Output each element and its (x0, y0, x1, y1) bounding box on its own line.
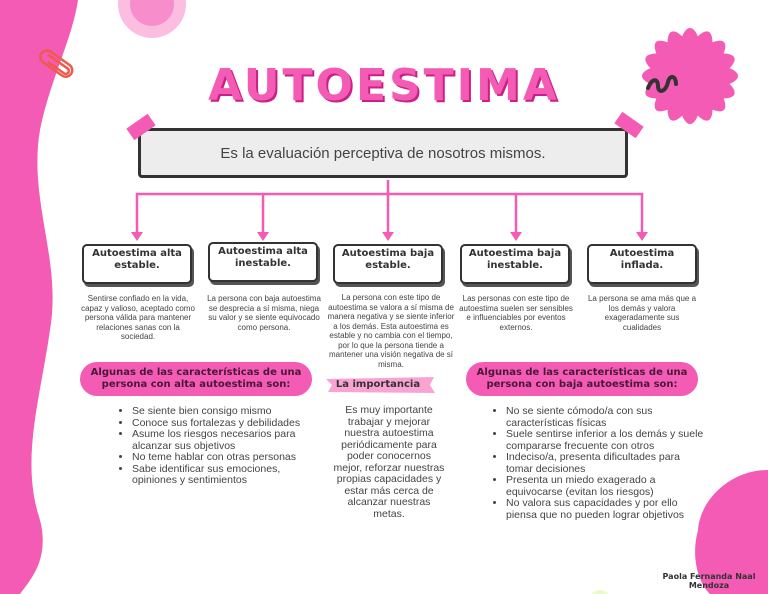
type-label: Autoestima baja estable. (341, 248, 435, 271)
low-esteem-heading-text: Algunas de las características de una pe… (476, 367, 688, 390)
high-esteem-heading: Algunas de las características de una pe… (80, 362, 312, 396)
list-item: Se siente bien consigo mismo (132, 405, 322, 418)
type-description-baja-estable: La persona con este tipo de autoestima s… (327, 293, 455, 369)
type-box-baja-estable: Autoestima baja estable. (333, 244, 443, 284)
type-box-alta-inestable: Autoestima alta inestable. (208, 242, 318, 282)
bottom-right-blob (695, 470, 768, 594)
type-description-baja-inestable: Las personas con este tipo de autoestima… (459, 294, 573, 332)
type-box-baja-inestable: Autoestima baja inestable. (460, 244, 570, 284)
flower-decoration (642, 28, 738, 124)
list-item: Suele sentirse inferior a los demás y su… (506, 428, 706, 452)
definition-box: Es la evaluación perceptiva de nosotros … (138, 128, 628, 178)
list-item: No se siente cómodo/a con sus caracterís… (506, 405, 706, 429)
type-label: Autoestima inflada. (609, 248, 675, 271)
type-label: Autoestima baja inestable. (468, 248, 562, 271)
type-description-inflada: La persona se ama más que a los demás y … (587, 294, 697, 332)
low-esteem-heading: Algunas de las características de una pe… (466, 362, 698, 396)
list-item: Indeciso/a, presenta dificultades para t… (506, 451, 706, 475)
type-box-inflada: Autoestima inflada. (587, 244, 697, 284)
low-esteem-list: No se siente cómodo/a con sus caracterís… (492, 405, 706, 521)
type-description-alta-inestable: La persona con baja autoestima se despre… (207, 294, 321, 332)
high-esteem-heading-text: Algunas de las características de una pe… (90, 367, 302, 390)
list-item: Presenta un miedo exagerado a equivocars… (506, 474, 706, 498)
list-item: Conoce sus fortalezas y debilidades (132, 417, 322, 430)
paperclip-icon (39, 49, 74, 78)
type-description-alta-estable: Sentirse confiado en la vida, capaz y va… (81, 294, 195, 341)
author-name: Paola Fernanda Naal Mendoza (662, 572, 756, 590)
list-item: No teme hablar con otras personas (132, 451, 322, 464)
importance-heading: La importancia (335, 379, 421, 390)
squiggle-decoration (646, 75, 678, 93)
importance-text: Es muy importante trabajar y mejorar nue… (333, 404, 445, 520)
left-blob (0, 0, 78, 594)
list-item: No valora sus capacidades y por ello pie… (506, 497, 706, 521)
list-item: Asume los riesgos necesarios para alcanz… (132, 428, 322, 452)
type-label: Autoestima alta inestable. (218, 246, 308, 269)
list-item: Sabe identificar sus emociones, opinione… (132, 463, 322, 487)
type-box-alta-estable: Autoestima alta estable. (82, 244, 192, 284)
importance-brush (326, 377, 435, 393)
type-label: Autoestima alta estable. (92, 248, 182, 271)
high-esteem-list: Se siente bien consigo mismo Conoce sus … (118, 405, 322, 487)
page-title: AUTOESTIMA (208, 60, 560, 111)
definition-text: Es la evaluación perceptiva de nosotros … (220, 144, 546, 162)
